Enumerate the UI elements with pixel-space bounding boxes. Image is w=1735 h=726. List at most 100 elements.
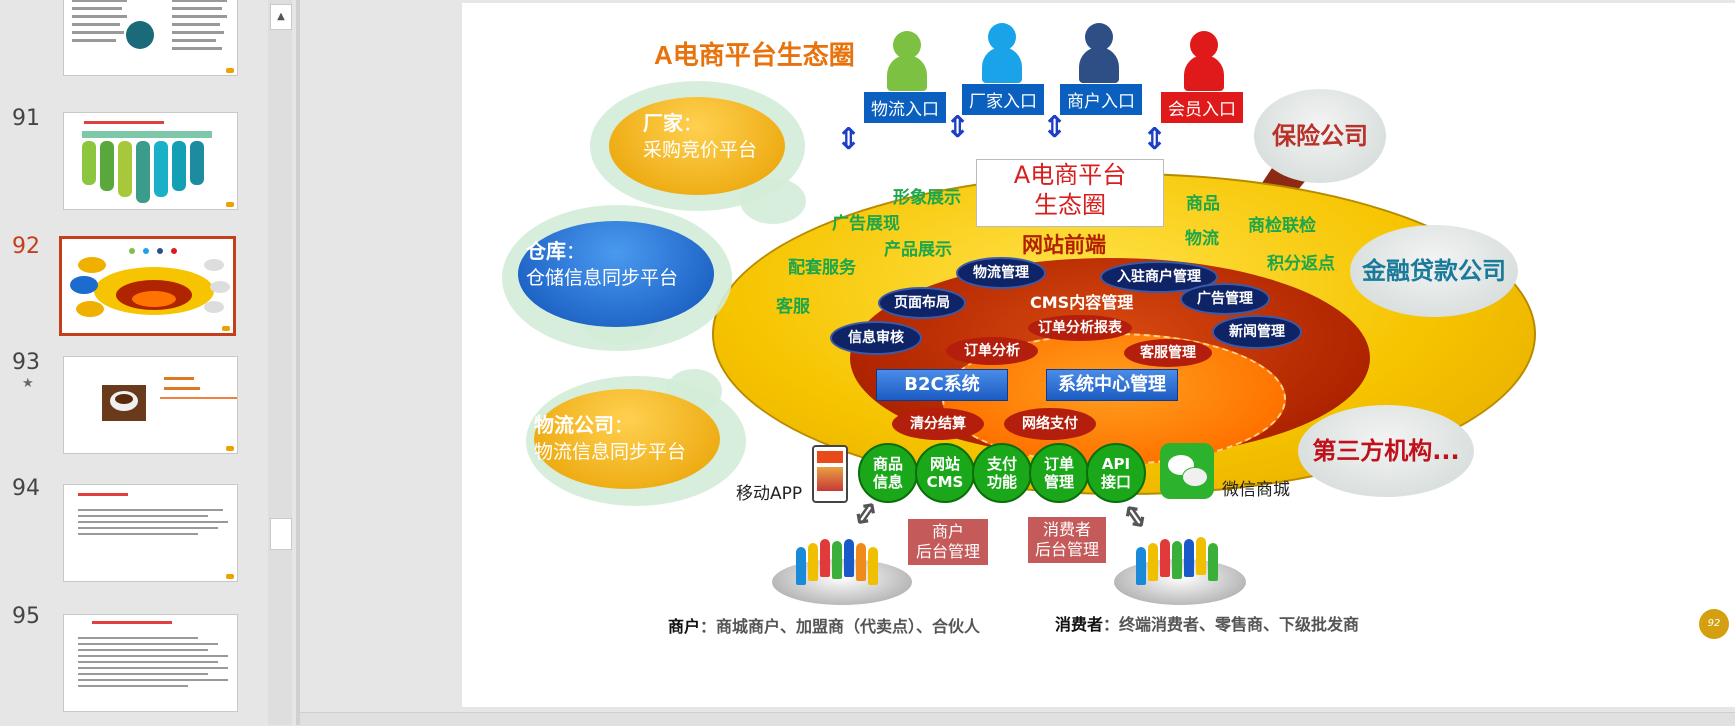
member-entry-label: 会员入口 [1161, 92, 1243, 123]
thumbnail-number: 93 [12, 350, 40, 375]
pane-splitter[interactable] [296, 0, 300, 725]
bubble-desc: 物流信息同步平台 [534, 442, 687, 463]
scroll-up-arrow-icon[interactable]: ▲ [270, 4, 292, 30]
b2c-module-pill: 清分结算 [892, 408, 984, 440]
thumbnail-page-mark [222, 326, 230, 331]
scrollbar-thumb[interactable] [270, 518, 292, 550]
third-party-oval: 第三方机构... [1298, 405, 1474, 497]
slide-thumbnail-93[interactable] [63, 356, 238, 454]
wechat-icon [1160, 443, 1214, 499]
phone-icon [812, 445, 848, 503]
feature-label: 积分返点 [1267, 254, 1335, 273]
cms-module-pill: 广告管理 [1180, 283, 1270, 315]
person-icon [982, 23, 1022, 85]
thumbnail-number-selected: 92 [12, 234, 40, 259]
b2c-module-pill: 客服管理 [1124, 339, 1212, 367]
platform-title-line1: A电商平台 [1013, 161, 1127, 189]
double-arrow-icon: ⇕ [1113, 493, 1158, 541]
crowd-figure [1196, 537, 1206, 575]
double-arrow-icon: ⇕ [1042, 110, 1068, 145]
mobile-app-label: 移动APP [736, 484, 803, 504]
bubble-sep: ： [566, 242, 586, 263]
slide-thumbnail-94[interactable] [63, 484, 238, 582]
module-label: 支付 功能 [986, 455, 1017, 491]
slide-thumbnail-90[interactable] [63, 0, 238, 76]
merchant-backend-box: 商户 后台管理 [908, 519, 988, 565]
person-head [1085, 23, 1113, 51]
double-arrow-icon: ⇕ [1142, 122, 1168, 157]
module-label: 商品 信息 [872, 455, 903, 491]
crowd-figure [820, 539, 830, 577]
feature-label: 形象展示 [893, 188, 961, 207]
wechat-bubble [1182, 467, 1208, 487]
feature-label: 客服 [776, 297, 810, 316]
bubble-sep: ： [683, 114, 703, 135]
feature-label: 物流 [1185, 229, 1219, 248]
thumbnail-number: 95 [12, 604, 40, 629]
bubble-name: 物流公司 [534, 415, 614, 437]
insurance-company-oval: 保险公司 [1254, 89, 1386, 183]
slide-title: A电商平台生态圈 [654, 40, 855, 70]
thumbnail-preview [102, 377, 237, 421]
consumer-crowd-icon [1136, 537, 1236, 587]
cms-module-pill: 物流管理 [956, 257, 1046, 289]
slide-thumbnail-95[interactable] [63, 614, 238, 712]
warehouse-bubble: 仓库：仓储信息同步平台 [518, 221, 714, 327]
thumbnail-preview [82, 121, 212, 203]
thumbnail-page-mark [226, 446, 234, 451]
person-icon [1184, 31, 1224, 93]
crowd-figure [796, 547, 806, 585]
merchant-entry-label: 商户入口 [1060, 84, 1142, 115]
b2c-system-button: B2C系统 [876, 369, 1008, 401]
merchant-crowd-icon [796, 539, 896, 589]
module-label: 网站 CMS [926, 455, 964, 491]
merchant-crowd-base [772, 559, 912, 605]
website-front-label: 网站前端 [1022, 233, 1106, 257]
feature-label: 配套服务 [788, 258, 856, 277]
b2c-module-pill: 网络支付 [1004, 408, 1096, 440]
manufacturer-bubble: 厂家：采购竞价平台 [609, 97, 785, 195]
b2c-module-pill: 订单分析 [946, 337, 1038, 365]
module-circle: API 接口 [1086, 443, 1146, 503]
crowd-figure [1172, 541, 1182, 579]
person-icon [1079, 23, 1119, 85]
bubble-desc: 采购竞价平台 [643, 140, 758, 161]
double-arrow-icon: ⇕ [836, 122, 862, 157]
crowd-figure [1184, 539, 1194, 577]
person-body [1184, 55, 1224, 91]
double-arrow-icon: ⇕ [945, 110, 971, 145]
slide-thumbnail-91[interactable] [63, 112, 238, 210]
crowd-figure [856, 543, 866, 581]
bubble-sep: ： [614, 416, 634, 437]
cms-module-pill: 新闻管理 [1212, 315, 1302, 349]
thumbnail-preview [78, 493, 228, 535]
thumbnail-scrollbar[interactable]: ▲ [268, 0, 292, 725]
consumer-caption-label: 消费者 [1055, 615, 1104, 634]
person-body [982, 47, 1022, 83]
consumer-caption-desc: ：终端消费者、零售商、下级批发商 [1103, 615, 1360, 634]
consumer-backend-box: 消费者 后台管理 [1028, 517, 1106, 563]
person-icon [887, 31, 927, 93]
thumbnail-page-mark [226, 202, 234, 207]
crowd-figure [844, 539, 854, 577]
module-circle: 订单 管理 [1029, 443, 1089, 503]
merchant-caption-desc: ：商城商户、加盟商（代卖点）、合伙人 [700, 617, 981, 636]
thumbnail-number: 91 [12, 106, 40, 131]
thumbnail-page-mark [226, 574, 234, 579]
cms-module-pill: 信息审核 [830, 321, 922, 355]
horizontal-scrollbar[interactable] [300, 712, 1735, 726]
person-head [1190, 31, 1218, 59]
person-head [988, 23, 1016, 51]
crowd-figure [1148, 543, 1158, 581]
person-body [1079, 47, 1119, 83]
feature-label: 产品展示 [884, 240, 952, 259]
person-body [887, 55, 927, 91]
thumbnail-number: 94 [12, 476, 40, 501]
slide-thumbnail-92-selected[interactable] [59, 236, 236, 336]
bubble-name: 仓库 [526, 241, 566, 263]
feature-label: 商品 [1186, 194, 1220, 213]
finance-company-oval: 金融贷款公司 [1350, 225, 1518, 317]
slide-thumbnail-pane: 91 92 93 ★ [0, 0, 292, 725]
crowd-figure [832, 541, 842, 579]
slide-canvas: A电商平台生态圈 物流入口 厂家入口 商户入口 会员入口 ⇕ ⇕ ⇕ ⇕ 厂家：… [462, 3, 1735, 707]
